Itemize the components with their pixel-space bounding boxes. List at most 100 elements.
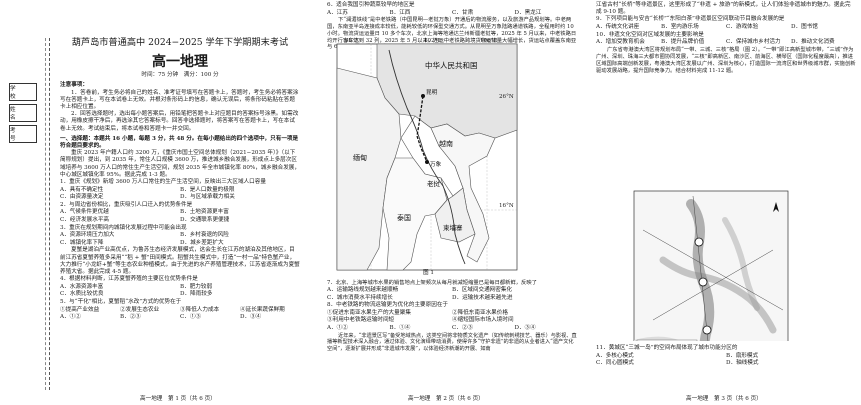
q10-option-c: C．保持城市乡村活力 [726,39,781,46]
label-vientiane: 万象 [430,160,442,168]
question-10-options: A．增加受教育机会 B．提升品牌价值 C．保持城市乡村活力 D．推动文化消费 [596,39,856,47]
name-box: 姓 名 [9,104,37,122]
q8-statement-1: ①促进东南亚水果生产的大量聚集 [327,309,411,316]
label-thailand: 泰国 [397,213,411,222]
q11-option-d: D．轴线模式 [726,360,759,367]
q6-option-b: B．江西 [389,9,411,16]
greater-bay-area-map: 图例 图 2 [633,190,789,341]
q10-option-b: B．提升品牌价值 [661,39,705,46]
question-11-options-2: C．同心圆模式 D．轴线模式 [596,360,856,368]
passage-b: 夏蟹是湖泊产业高优点，为鲁苏生态经济发展模式，这会生长在江苏的湖泊及其他地区，目… [60,247,300,275]
number-box: 考 号 [9,125,37,143]
question-3: 3．重庆在规划期间内城镇化发展过程中可能会出现 [60,224,187,231]
q2-option-c: C．经济发展水平高 [60,217,110,223]
lat-label-26: 26°N [499,94,514,100]
question-8-statements: ①促进东南亚水果生产的大量聚集 ②降低东南亚水果价格 [327,310,577,318]
notice-p1: 1．答卷前，考生务必将自己的姓名、准考证号填写在答题卡上，答题时，考生务必将答案… [60,89,299,110]
question-5: 5．与“干化”相比，夏蟹稻“水改”方式的优势在于 [60,298,182,305]
lat-label-16: 16°N [499,203,514,209]
question-11-options: A．多核心模式 B．扇形模式 [596,353,856,361]
q5-option-d: D．③④ [240,314,262,321]
question-2: 2．与周边省份相比，重庆吸引人口迁入的优势条件是 [60,201,193,208]
notice-title: 注意事项： [60,82,88,88]
question-1-options-2: C．由资源量决定 D．与区域承载力相关 [60,194,300,202]
kunming-marker [421,94,425,98]
question-1-options: A．具有不确定性 B．是人口数量的极限 [60,187,300,195]
page-2-bottom: 7．北京、上海等城市水果的销售地点上架频次从每月就减短缩量已是每日都新鲜，反映了… [327,280,577,353]
question-8: 8．中老铁路的物流运输更为优化的主要原因在于 [327,302,449,309]
lon-label-102: 102°E [424,38,442,44]
q5-option-c: C．①③ [180,314,202,321]
q7-option-b: B．区域间交通网密集化 [452,287,513,293]
question-4: 4．根据材料判断，江苏夏蟹养殖的主要区位优势条件是 [60,276,198,283]
exam-title: 葫芦岛市普通高中 2024−2025 学年下学期期末考试 [71,37,289,48]
q8-option-c: C．②③ [452,324,474,331]
passage-d: 近年来，“非遗景区写”备受地域热点，这类空间将非物质文化遗产（如传统刺绣技艺、器… [327,332,577,353]
question-4-options-2: C．水质比较优良 D．降雨较多 [60,291,300,299]
q2-option-a: A．气候条件更优越 [60,209,109,216]
q2-option-b: B．土地资源更丰富 [180,209,229,216]
q8-statement-3: ③利用中老铁路运输时间短 [327,317,395,324]
q8-statement-4: ④缩短国际市场入境时间 [452,317,514,324]
q5-statement-1: ①提高产业效益 [60,306,100,313]
q9-option-a: A．传统文化讲座 [596,24,640,30]
question-6: 6．适合我国引种蔬菜较早的地区是 [327,2,415,8]
q8-option-d: D．③④ [514,324,536,331]
question-8-statements-2: ③利用中老铁路运输时间短 ④缩短国际市场入境时间 [327,317,577,325]
question-9: 9．下列项目能与安吉“长桥”“东阳白茶”非遗景区空间联动节目融合发展的是 [596,16,785,23]
q1-option-a: A．具有不确定性 [60,186,104,193]
q3-option-d: D．城乡差距扩大 [180,239,224,246]
q1-option-d: D．与区域承载力相关 [180,194,235,201]
exam-meta: 时间：75 分钟 满分：100 分 [141,72,219,78]
map-1-caption: 图 1 [423,268,434,275]
q4-option-c: C．水质比较优良 [60,291,104,298]
lon-label-98: 98°E [345,38,359,44]
question-7-options: A．运输路线规划越来越顺畅 B．区域间交通网密集化 [327,287,577,295]
label-china: 中华人民共和国 [425,60,478,70]
q5-option-a: A．①② [60,314,81,321]
q4-option-d: D．降雨较多 [180,291,213,298]
passage-a: 重庆 2023 年户籍人口约 3200 万，《重庆市国土空间总体规划（2021−… [60,150,300,178]
notice-p2: 2．回答选择题时，选出每小题答案后，用铅笔把答题卡上对应题目的答案标号涂黑。如需… [60,111,299,132]
q5-statement-4: ④延长果蔬保鲜期 [240,306,285,313]
label-laos: 老挝 [427,179,441,188]
binding-line-inner [45,38,46,390]
q5-option-b: B．②③ [120,314,141,321]
question-8-options: A．①② B．①④ C．②③ D．③④ [327,325,577,333]
page-3-top: 江省古村“长桥”等非遗景区，这里形成了“非遗 + 旅游”的新模式，让人们体验非遗… [596,2,856,75]
question-6-options: A．江苏 B．江西 C．甘肃 D．黑龙江 [327,10,577,18]
question-10: 10．非遗文化空间对区域发展的主要影响是 [596,31,704,38]
vientiane-marker [425,160,429,164]
q8-statement-2: ②降低东南亚水果价格 [452,309,508,316]
label-kunming: 昆明 [426,89,438,96]
q9-option-d: D．图书馆 [791,24,818,30]
q7-option-a: A．运输路线规划越来越顺畅 [327,287,399,293]
subject-title: 高一地理 [152,54,208,70]
q3-option-c: C．城镇化率下降 [60,239,104,246]
page-1-body: 注意事项： 1．答卷前，考生务必将自己的姓名、准考证号填写在答题卡上，答题时，考… [60,82,300,322]
q1-option-b: B．是人口数量的极限 [180,186,235,193]
q4-option-b: B．肥力较弱 [180,283,213,290]
q11-option-a: A．多核心模式 [596,352,634,359]
page-2: 6．适合我国引种蔬菜较早的地区是 A．江苏 B．江西 C．甘肃 D．黑龙江 下“… [310,0,582,405]
section-1-heading: 一、选择题：本题共 16 小题，每题 3 分，共 48 分。在每小题给出的四个选… [60,135,299,150]
q6-option-a: A．江苏 [327,9,348,16]
q5-statement-3: ③降低人力成本 [180,306,220,313]
question-9-options: A．传统文化讲座 B．室内游乐场 C．游戏体验 D．图书馆 [596,24,856,32]
question-11: 11．黄城区“三城一岛”的空间布局体现了城市功能分区的 [596,345,738,351]
page-3-footer: 高一地理 第 3 页（共 6 页） [686,396,762,402]
q3-option-b: B．乡村衰退的风险 [180,232,229,239]
q2-option-d: D．交通联系更便捷 [180,217,230,223]
q7-option-d: D．运输技术越来越先进 [452,294,513,301]
q4-option-a: A．水源资源丰富 [60,283,104,290]
question-2-options-2: C．经济发展水平高 D．交通联系更便捷 [60,217,300,225]
q10-option-a: A．增加受教育机会 [596,39,645,46]
page-3: 江省古村“长桥”等非遗景区，这里形成了“非遗 + 旅游”的新模式，让人们体验非遗… [590,0,861,405]
page-1-footer: 高一地理 第 1 页（共 6 页） [140,396,216,402]
page-1: 学 校 姓 名 考 号 葫芦岛市普通高中 2024−2025 学年下学期期末考试… [0,0,305,405]
question-5-options: A．①② B．②③ C．①③ D．③④ [60,314,300,322]
q8-option-b: B．①④ [389,324,411,331]
passage-e: 广东省粤港澳大湾区将规划布局“一带、三城、三核”格局（图 2）。“一带”即江高新… [596,46,856,74]
lon-label-106: 106°E [480,38,498,44]
q6-option-d: D．黑龙江 [514,9,542,16]
